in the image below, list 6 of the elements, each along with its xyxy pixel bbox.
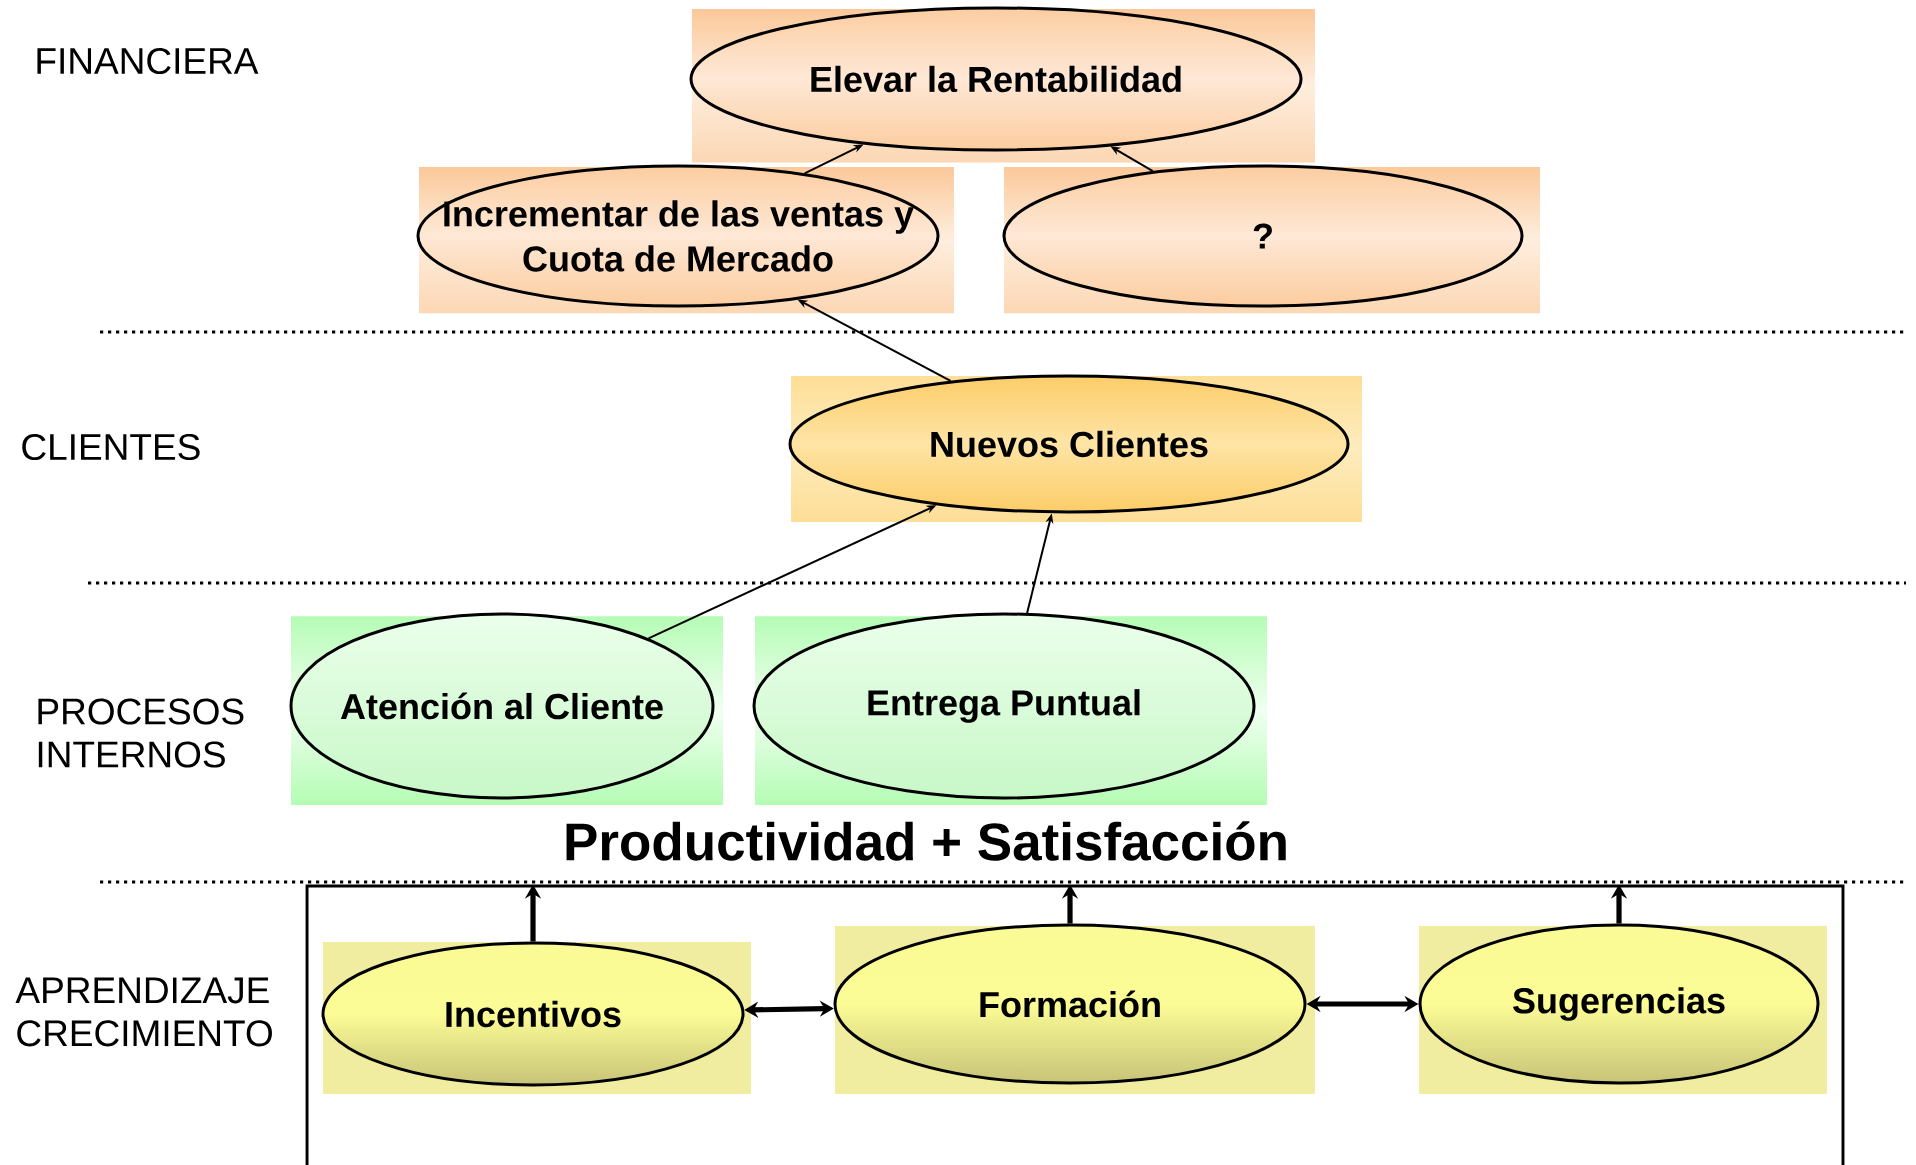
layer-label: FINANCIERA — [37, 47, 259, 75]
layer-label: CLIENTES — [22, 433, 200, 461]
layer-label: APRENDIZAJE CRECIMIENTO — [15, 977, 272, 1047]
layer-label: PROCESOS INTERNOS — [38, 698, 244, 768]
frame-box — [305, 884, 1845, 1165]
heading-text: Productividad + Satisfacción — [566, 821, 1286, 861]
